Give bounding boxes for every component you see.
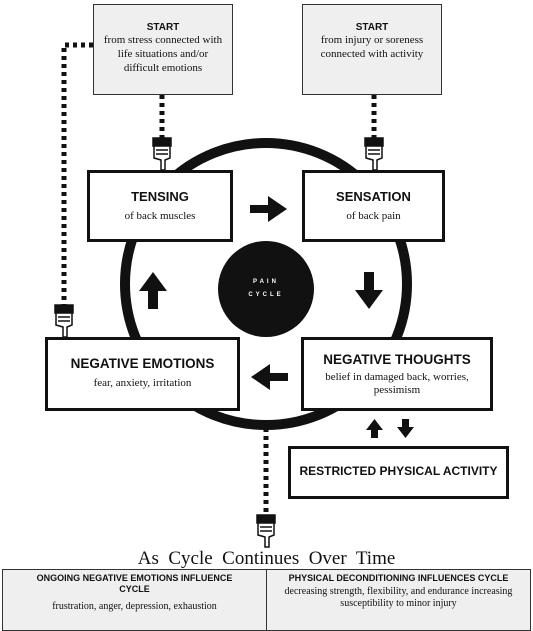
sensation-box: SENSATION of back pain [302,170,445,242]
sensation-subtitle: of back pain [346,210,401,222]
start-description: from injury or soreness connected with a… [320,34,424,60]
footer-deconditioning-title: PHYSICAL DECONDITIONING INFLUENCES CYCLE [288,573,509,583]
cycle-label: CYCLE [248,292,284,298]
start-heading: START [355,22,389,33]
pointing-hand-icon [54,304,74,338]
cycle-ring [120,138,412,430]
negative-emotions-title: NEGATIVE EMOTIONS [70,356,215,371]
arrow-left-icon [251,364,288,390]
footer-deconditioning-text: decreasing strength, flexibility, and en… [284,586,513,609]
start-heading: START [146,22,180,33]
negative-emotions-subtitle: fear, anxiety, irritation [93,377,192,389]
restricted-activity-box: RESTRICTED PHYSICAL ACTIVITY [288,446,509,499]
pain-label: PAIN [253,279,279,285]
footer-emotions-title: ONGOING NEGATIVE EMOTIONS INFLUENCE CYCL… [36,573,233,594]
start-description: from stress connected with life situatio… [103,34,223,74]
footer-cell-deconditioning: PHYSICAL DECONDITIONING INFLUENCES CYCLE… [267,570,530,630]
tensing-subtitle: of back muscles [124,210,196,222]
start-box-injury: START from injury or soreness connected … [302,4,442,95]
arrow-down-small-icon [397,419,414,438]
arrow-up-icon [139,272,167,309]
footer-table: ONGOING NEGATIVE EMOTIONS INFLUENCE CYCL… [2,569,531,631]
footer-cell-emotions: ONGOING NEGATIVE EMOTIONS INFLUENCE CYCL… [3,570,267,630]
negative-thoughts-box: NEGATIVE THOUGHTS belief in damaged back… [301,337,493,411]
pointing-hand-icon [364,137,384,171]
tensing-box: TENSING of back muscles [87,170,233,242]
dotted-connector-left [61,42,93,305]
sensation-title: SENSATION [336,189,411,204]
pointing-hand-icon [256,514,276,548]
pain-cycle-disc [218,241,314,337]
pointing-hand-icon [152,137,172,171]
negative-thoughts-subtitle: belief in damaged back, worries, pessimi… [325,371,469,396]
negative-emotions-box: NEGATIVE EMOTIONS fear, anxiety, irritat… [45,337,240,411]
arrow-up-small-icon [366,419,383,438]
negative-thoughts-title: NEGATIVE THOUGHTS [323,352,471,367]
restricted-activity-title: RESTRICTED PHYSICAL ACTIVITY [299,464,498,478]
start-box-stress: START from stress connected with life si… [93,4,233,95]
pain-cycle-label: PAIN CYCLE [218,276,314,302]
over-time-caption: As Cycle Continues Over Time [137,548,396,569]
arrow-down-icon [355,272,383,309]
footer-emotions-text: frustration, anger, depression, exhausti… [52,601,217,612]
tensing-title: TENSING [131,189,189,204]
arrow-right-icon [250,196,287,222]
